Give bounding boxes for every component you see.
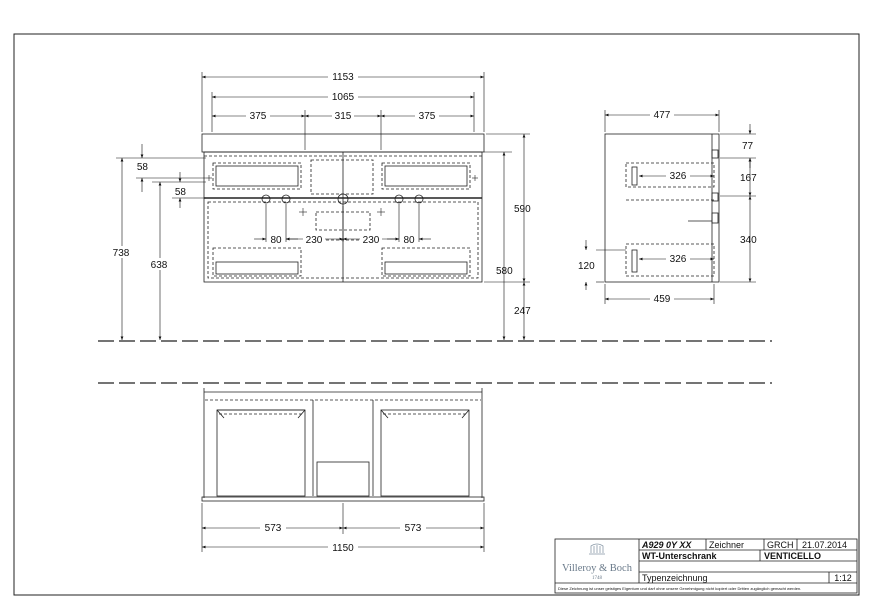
dim-rail-lower: 326 — [670, 254, 687, 265]
title-date: 21.07.2014 — [802, 540, 847, 550]
brand-name: Villeroy & Boch — [562, 563, 633, 574]
dim-height-cabinet: 590 — [514, 204, 531, 215]
title-drawing-type: Typenzeichnung — [642, 573, 708, 583]
dim-depth-bottom: 459 — [654, 294, 671, 305]
title-drawer-name: GRCH — [767, 540, 794, 550]
dim-drawer-mid: 58 — [175, 187, 187, 198]
title-product-type: WT-Unterschrank — [642, 551, 718, 561]
dim-holes-80-right: 80 — [403, 235, 415, 246]
title-scale: 1:12 — [834, 573, 852, 583]
sheet-border — [13, 33, 860, 596]
title-series: VENTICELLO — [764, 551, 821, 561]
title-drawer-label: Zeichner — [709, 540, 744, 550]
title-article-no: A929 0Y XX — [641, 540, 692, 550]
front-dimensions-right — [484, 133, 530, 340]
dim-depth-top: 477 — [654, 110, 671, 121]
dim-height-top-gap: 77 — [742, 141, 754, 152]
dim-height-lower: 340 — [740, 235, 757, 246]
dim-holes-230-right: 230 — [363, 235, 380, 246]
dim-rail-upper: 326 — [670, 171, 687, 182]
brand-logo: Villeroy & Boch 1748 — [562, 543, 633, 581]
front-dimensions-left — [116, 144, 206, 340]
crown-icon — [589, 543, 605, 555]
dim-seg-mid: 315 — [335, 111, 352, 122]
front-view-crosshairs — [206, 175, 478, 216]
dim-height-base: 120 — [578, 261, 595, 272]
dim-holes-230-left: 230 — [306, 235, 323, 246]
dim-floor-clearance: 247 — [514, 306, 531, 317]
title-block — [554, 538, 858, 594]
dim-plan-half-left: 573 — [265, 523, 282, 534]
dim-seg-left: 375 — [250, 111, 267, 122]
dim-height-upper: 167 — [740, 173, 757, 184]
dim-height-mid: 638 — [151, 260, 168, 271]
dim-plan-total-width: 1150 — [332, 543, 354, 554]
dim-seg-right: 375 — [419, 111, 436, 122]
side-dimensions — [584, 110, 756, 304]
dim-height-total: 738 — [113, 248, 130, 259]
dim-inner-width: 1065 — [332, 92, 355, 103]
title-disclaimer: Diese Zeichnung ist unser geistiges Eige… — [558, 586, 801, 591]
plan-view — [201, 388, 485, 502]
dim-drawer-top: 58 — [137, 162, 149, 173]
dim-plan-half-right: 573 — [405, 523, 422, 534]
side-view — [604, 133, 720, 283]
dim-holes-80-left: 80 — [270, 235, 282, 246]
dim-overall-width: 1153 — [332, 72, 354, 83]
dim-height-inner: 580 — [496, 266, 513, 277]
brand-year: 1748 — [592, 576, 603, 581]
